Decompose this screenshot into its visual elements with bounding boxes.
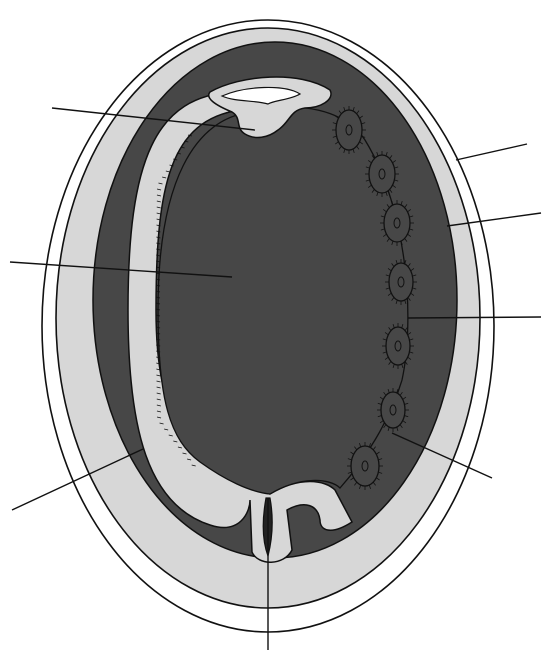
nodule [351,446,379,486]
leader-line-right-top [456,144,527,160]
nodule [384,204,410,242]
leader-line-right-middle [408,317,541,318]
nodule [389,263,413,301]
nodule [381,392,405,428]
nodule [369,155,395,193]
nodule [386,327,410,365]
nodule [336,110,362,150]
